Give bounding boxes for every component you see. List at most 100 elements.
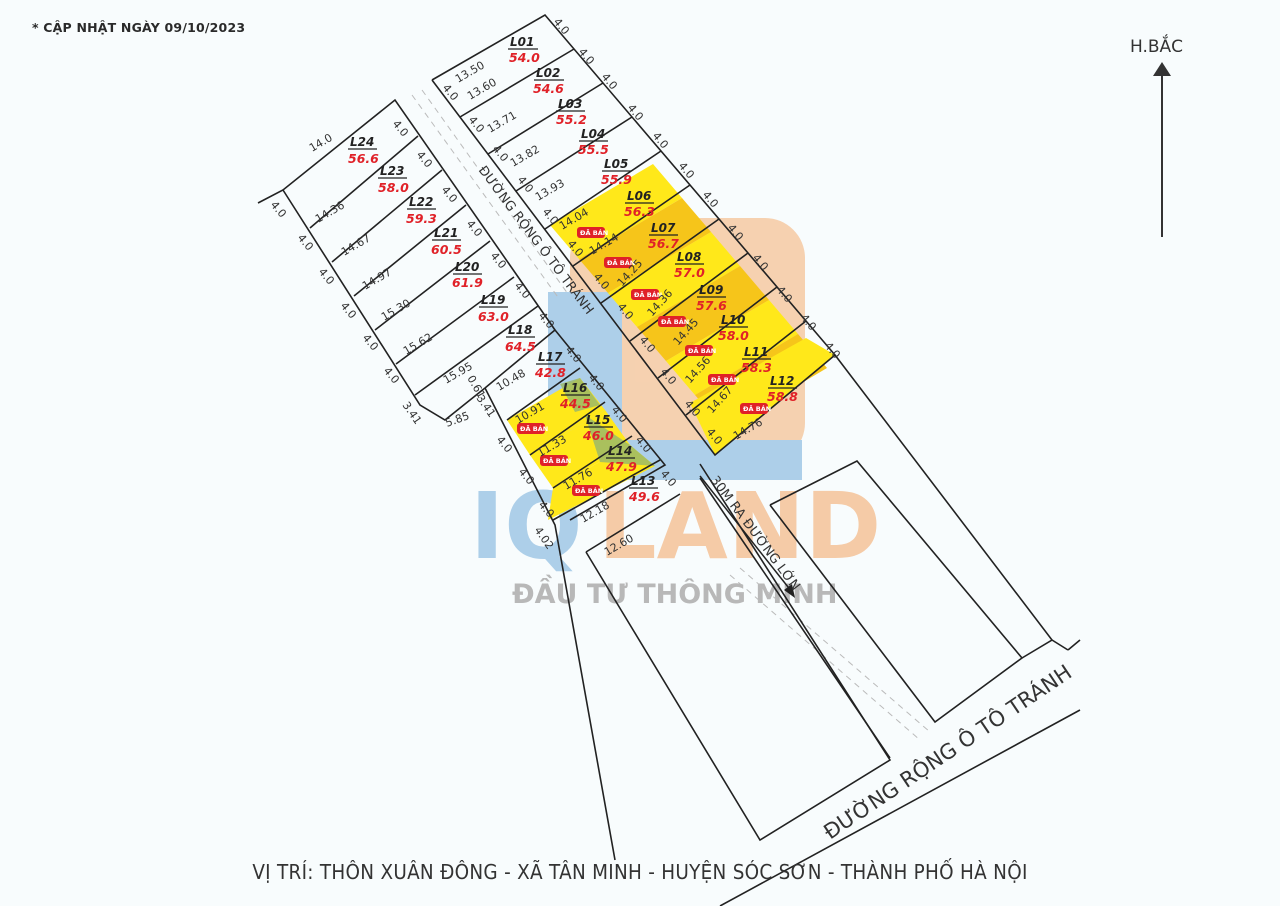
svg-text:L23: L23 [380, 164, 404, 178]
svg-text:55.9: 55.9 [601, 172, 632, 187]
svg-text:L14: L14 [608, 444, 632, 458]
sold-badges: ĐÃ BÁN ĐÃ BÁN ĐÃ BÁN ĐÃ BÁN ĐÃ BÁN ĐÃ BÁ… [517, 227, 771, 496]
svg-text:4.0: 4.0 [599, 71, 620, 93]
svg-text:55.5: 55.5 [578, 142, 609, 157]
svg-text:13.60: 13.60 [465, 76, 499, 103]
lot-L19[interactable]: L19 63.0 [478, 293, 509, 324]
svg-text:L16: L16 [563, 381, 587, 395]
middle-block-outline [484, 328, 667, 521]
svg-text:L05: L05 [604, 157, 628, 171]
svg-text:46.0: 46.0 [582, 428, 614, 443]
svg-text:L09: L09 [699, 283, 723, 297]
sold-badge-L09: ĐÃ BÁN [658, 316, 689, 327]
lot-fill-L07 [579, 198, 711, 293]
svg-text:13.93: 13.93 [533, 177, 567, 204]
middle-block-left-edge [484, 387, 616, 861]
svg-text:L12: L12 [770, 374, 794, 388]
svg-text:L03: L03 [558, 97, 582, 111]
svg-text:4.0: 4.0 [390, 118, 411, 140]
svg-text:4.0: 4.0 [700, 189, 721, 211]
sold-lots-fill [507, 164, 835, 520]
svg-text:L19: L19 [481, 293, 505, 307]
svg-text:4.0: 4.0 [494, 434, 515, 456]
svg-text:61.9: 61.9 [452, 275, 483, 290]
svg-text:58.0: 58.0 [718, 328, 749, 343]
svg-text:3.41: 3.41 [400, 399, 425, 427]
svg-text:ĐÃ BÁN: ĐÃ BÁN [661, 317, 689, 326]
svg-text:L17: L17 [538, 350, 563, 364]
svg-text:L08: L08 [677, 250, 701, 264]
svg-text:54.6: 54.6 [533, 81, 564, 96]
svg-text:4.0: 4.0 [650, 130, 671, 152]
arrow-head-icon [784, 584, 795, 598]
svg-text:ĐÃ BÁN: ĐÃ BÁN [575, 486, 603, 495]
north-arrow-icon [1153, 62, 1171, 237]
sold-badge-L07: ĐÃ BÁN [604, 257, 635, 268]
lot-fill-green-2 [585, 415, 655, 466]
svg-text:4.0: 4.0 [512, 280, 533, 302]
svg-text:L13: L13 [631, 474, 655, 488]
svg-text:5.85: 5.85 [444, 409, 471, 430]
svg-text:4.0: 4.0 [488, 250, 509, 272]
svg-text:ĐÃ BÁN: ĐÃ BÁN [711, 375, 739, 384]
svg-text:64.5: 64.5 [505, 339, 536, 354]
svg-text:ĐÃ BÁN: ĐÃ BÁN [743, 404, 771, 413]
svg-text:63.0: 63.0 [478, 309, 509, 324]
svg-text:ĐÃ BÁN: ĐÃ BÁN [520, 424, 548, 433]
sold-badge-L14: ĐÃ BÁN [572, 485, 603, 496]
svg-text:42.8: 42.8 [534, 365, 566, 380]
svg-text:L22: L22 [409, 195, 433, 209]
svg-text:13.82: 13.82 [508, 143, 542, 170]
left-block-road-edge [257, 98, 556, 331]
svg-text:13.71: 13.71 [485, 109, 519, 136]
svg-text:4.0: 4.0 [439, 184, 460, 206]
svg-text:L01: L01 [510, 35, 534, 49]
svg-text:L07: L07 [651, 221, 676, 235]
left-block-outer-edge [282, 189, 486, 421]
lot-fill-L12 [690, 338, 835, 455]
sold-badge-L06: ĐÃ BÁN [577, 227, 608, 238]
svg-text:47.9: 47.9 [605, 459, 637, 474]
north-label: H.BẮC [1130, 37, 1184, 57]
svg-text:14.36: 14.36 [313, 199, 347, 226]
svg-text:ĐÃ BÁN: ĐÃ BÁN [607, 258, 635, 267]
svg-text:L04: L04 [581, 127, 605, 141]
sold-badge-L16: ĐÃ BÁN [517, 423, 548, 434]
svg-text:10.48: 10.48 [494, 367, 528, 394]
svg-text:ĐÃ BÁN: ĐÃ BÁN [580, 228, 608, 237]
svg-text:59.3: 59.3 [406, 211, 437, 226]
svg-text:14.67: 14.67 [339, 232, 373, 259]
sold-badge-L12: ĐÃ BÁN [740, 403, 771, 414]
svg-text:55.2: 55.2 [556, 112, 587, 127]
svg-text:56.7: 56.7 [648, 236, 679, 251]
lot-L22[interactable]: L22 59.3 [406, 195, 437, 226]
svg-text:4.0: 4.0 [440, 82, 461, 104]
sold-badge-L08: ĐÃ BÁN [631, 289, 662, 300]
svg-text:4.0: 4.0 [464, 218, 485, 240]
svg-text:ĐÃ BÁN: ĐÃ BÁN [634, 290, 662, 299]
